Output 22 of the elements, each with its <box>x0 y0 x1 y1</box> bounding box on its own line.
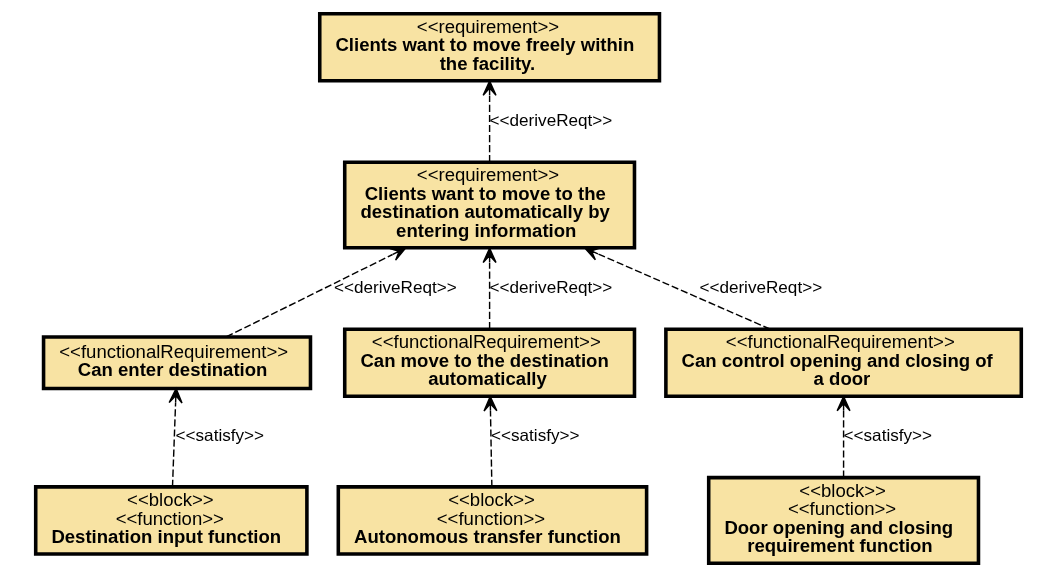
arrow <box>168 387 183 488</box>
node-box: <<block>> <<function>> Destination input function <box>33 485 309 556</box>
arrow <box>584 247 771 330</box>
node-box: <<block>> <<function>> Door opening and closing requirement function <box>706 475 981 566</box>
arrow <box>483 395 498 488</box>
edge-label: <<satisfy>> <box>491 426 580 446</box>
edge-label: <<satisfy>> <box>175 426 265 446</box>
edge-label: <<deriveReqt>> <box>334 277 457 297</box>
arrow <box>482 80 497 163</box>
arrow <box>482 247 497 330</box>
node-box: <<functionalRequirement>> Can enter destination <box>41 335 313 391</box>
edge-label: <<deriveReqt>> <box>699 277 823 297</box>
node-box: <<requirement>> Clients want to move freely within the facility. <box>317 11 662 83</box>
node-box: <<functionalRequirement>> Can move to the destination automatically <box>342 327 637 399</box>
node-box: <<requirement>> Clients want to move to the destination automatically by entering information <box>342 160 637 250</box>
edge-label: <<deriveReqt>> <box>489 110 613 130</box>
arrow <box>836 395 851 479</box>
edge-label: <<satisfy>> <box>843 426 933 446</box>
node-box: <<block>> <<function>> Autonomous transfer function <box>336 485 649 556</box>
node-box: <<functionalRequirement>> Can control opening and closing of a door <box>664 327 1024 399</box>
arrow <box>225 247 407 338</box>
edge-label: <<deriveReqt>> <box>489 277 613 297</box>
